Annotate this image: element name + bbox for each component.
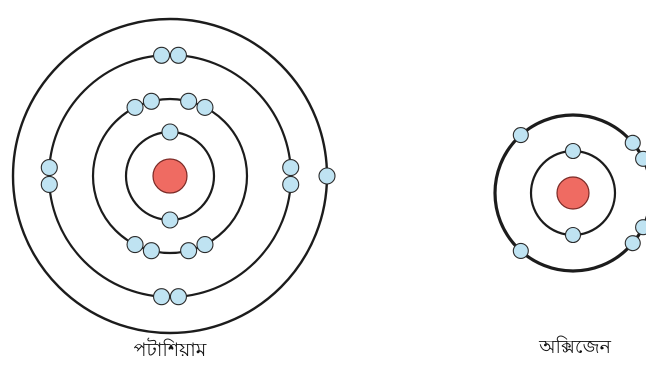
oxygen-electron-shell-2 [625,236,640,251]
potassium-electron-shell-3 [41,160,57,176]
oxygen-electron-shell-2 [513,243,528,258]
potassium-electron-shell-2 [197,237,213,253]
potassium-electron-shell-2 [181,243,197,259]
potassium-electron-shell-1 [162,212,178,228]
oxygen-nucleus [557,177,589,209]
potassium-electron-shell-2 [197,99,213,115]
potassium-electron-shell-4 [319,168,335,184]
potassium-electron-shell-3 [283,160,299,176]
oxygen-electron-shell-2 [625,135,640,150]
oxygen-electron-shell-2 [513,128,528,143]
potassium-electron-shell-2 [127,237,143,253]
potassium-electron-shell-3 [41,176,57,192]
oxygen-atom [495,115,646,271]
potassium-electron-shell-2 [143,93,159,109]
potassium-nucleus [153,159,187,193]
oxygen-electron-shell-2 [636,151,646,166]
potassium-electron-shell-3 [170,47,186,63]
oxygen-electron-shell-1 [566,228,581,243]
potassium-electron-shell-3 [283,176,299,192]
potassium-electron-shell-1 [162,124,178,140]
potassium-electron-shell-2 [181,93,197,109]
potassium-electron-shell-3 [154,47,170,63]
oxygen-label: অক্সিজেন [539,333,611,365]
potassium-electron-shell-2 [143,243,159,259]
potassium-electron-shell-2 [127,99,143,115]
potassium-electron-shell-3 [154,289,170,305]
oxygen-electron-shell-1 [566,144,581,159]
potassium-atom [13,19,335,333]
potassium-electron-shell-3 [170,289,186,305]
potassium-label: পটাশিয়াম [134,336,207,368]
oxygen-electron-shell-2 [636,220,646,235]
